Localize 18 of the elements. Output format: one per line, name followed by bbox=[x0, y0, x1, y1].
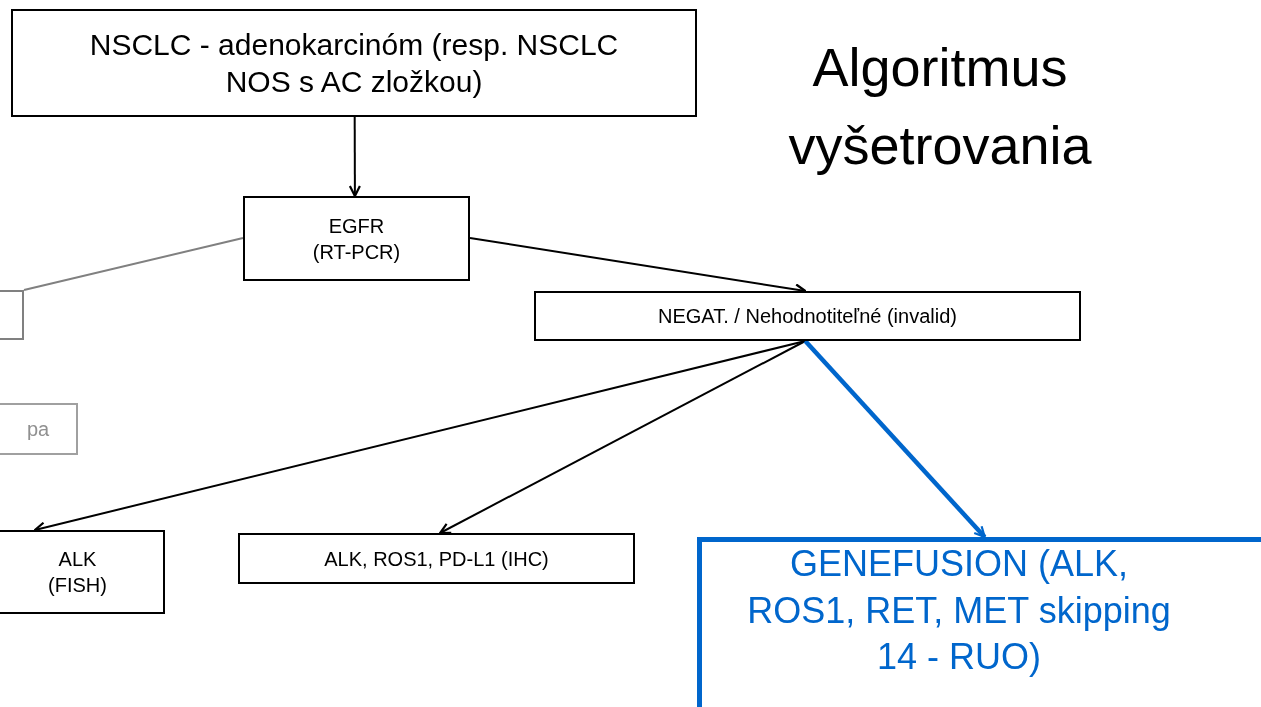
arrow bbox=[438, 340, 807, 535]
node-label: pa bbox=[26, 417, 50, 442]
node-label: NSCLC - adenokarcinóm (resp. NSCLC NOS s AC zložkou) bbox=[88, 26, 620, 100]
node-label: GENEFUSION (ALK, ROS1, RET, MET skipping 14 - RUO) bbox=[746, 541, 1172, 680]
process-box bbox=[238, 533, 635, 584]
process-box bbox=[0, 530, 165, 614]
node-label: EGFR (RT-PCR) bbox=[311, 213, 402, 265]
node-label: ALK, ROS1, PD-L1 (IHC) bbox=[324, 546, 549, 572]
process-box bbox=[11, 9, 697, 117]
title: Algoritmus vyšetrovania bbox=[787, 36, 1093, 178]
node-label: ALK (FISH) bbox=[47, 547, 108, 598]
arrow bbox=[348, 116, 361, 198]
process-box bbox=[0, 403, 78, 455]
arrow bbox=[803, 339, 987, 539]
process-box bbox=[697, 537, 1261, 707]
process-box bbox=[243, 196, 470, 281]
process-box bbox=[534, 291, 1081, 341]
node-label: NEGAT. / Nehodnotiteľné (invalid) bbox=[658, 304, 957, 329]
